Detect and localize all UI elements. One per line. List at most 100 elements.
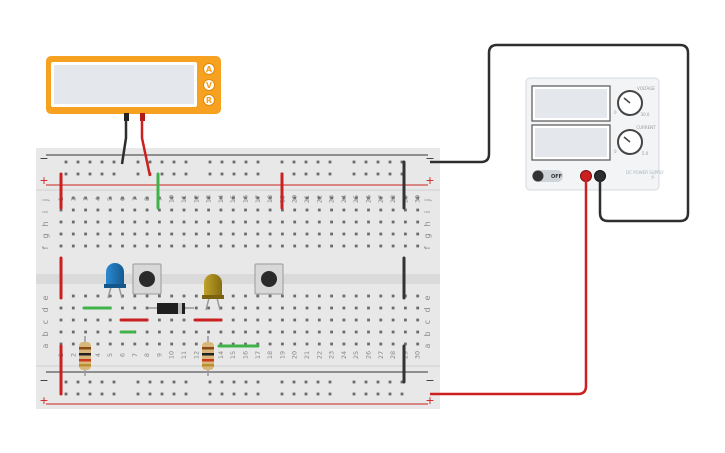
breadboard-hole[interactable]: [145, 244, 149, 248]
breadboard-hole[interactable]: [281, 244, 284, 248]
power-supply[interactable]: 0 30.0 VOLTAGE 0 5.0 CURRENT OFF DC POWE…: [525, 77, 664, 191]
breadboard-hole[interactable]: [330, 232, 333, 236]
rail-hole[interactable]: [316, 392, 320, 396]
rail-hole[interactable]: [220, 172, 224, 176]
rail-hole[interactable]: [88, 172, 92, 176]
breadboard-hole[interactable]: [194, 306, 198, 310]
breadboard-hole[interactable]: [170, 330, 174, 334]
blue-led[interactable]: [104, 263, 126, 299]
rail-hole[interactable]: [304, 172, 308, 176]
breadboard-hole[interactable]: [182, 220, 186, 224]
breadboard-hole[interactable]: [194, 220, 198, 224]
breadboard-hole[interactable]: [145, 330, 149, 334]
breadboard-hole[interactable]: [354, 244, 358, 248]
breadboard-hole[interactable]: [170, 232, 174, 236]
breadboard-hole[interactable]: [391, 220, 395, 224]
breadboard-hole[interactable]: [256, 294, 260, 298]
multimeter[interactable]: A V R: [46, 56, 221, 121]
voltage-knob[interactable]: 0 30.0 VOLTAGE: [614, 86, 655, 117]
rail-hole[interactable]: [208, 380, 212, 384]
breadboard-hole[interactable]: [121, 342, 124, 346]
breadboard-hole[interactable]: [404, 208, 407, 212]
breadboard-hole[interactable]: [231, 232, 235, 236]
breadboard-hole[interactable]: [182, 318, 186, 322]
rail-hole[interactable]: [76, 392, 80, 396]
breadboard-hole[interactable]: [158, 208, 161, 212]
breadboard-hole[interactable]: [108, 220, 112, 224]
breadboard-hole[interactable]: [133, 244, 137, 248]
breadboard-hole[interactable]: [207, 306, 210, 310]
breadboard-hole[interactable]: [317, 244, 321, 248]
rail-hole[interactable]: [352, 392, 356, 396]
breadboard-hole[interactable]: [367, 306, 370, 310]
breadboard-hole[interactable]: [84, 232, 87, 236]
breadboard-hole[interactable]: [404, 342, 407, 346]
breadboard-hole[interactable]: [194, 342, 198, 346]
breadboard-hole[interactable]: [96, 220, 100, 224]
breadboard-hole[interactable]: [293, 306, 297, 310]
breadboard-hole[interactable]: [379, 330, 383, 334]
rail-hole[interactable]: [88, 380, 92, 384]
breadboard-hole[interactable]: [182, 330, 186, 334]
rail-hole[interactable]: [304, 392, 308, 396]
breadboard-hole[interactable]: [256, 220, 260, 224]
breadboard-hole[interactable]: [219, 208, 223, 212]
breadboard-hole[interactable]: [268, 318, 272, 322]
breadboard-hole[interactable]: [416, 196, 420, 200]
rail-hole[interactable]: [136, 160, 140, 164]
breadboard-hole[interactable]: [293, 220, 297, 224]
breadboard-hole[interactable]: [293, 330, 297, 334]
breadboard-hole[interactable]: [108, 342, 112, 346]
breadboard-hole[interactable]: [416, 220, 420, 224]
rail-hole[interactable]: [64, 380, 68, 384]
rail-hole[interactable]: [76, 380, 80, 384]
breadboard-hole[interactable]: [293, 318, 297, 322]
breadboard-hole[interactable]: [96, 244, 100, 248]
breadboard-hole[interactable]: [330, 294, 333, 298]
rail-hole[interactable]: [232, 172, 236, 176]
breadboard-hole[interactable]: [121, 208, 124, 212]
rail-hole[interactable]: [364, 160, 368, 164]
breadboard-hole[interactable]: [391, 244, 395, 248]
breadboard-hole[interactable]: [293, 196, 297, 200]
breadboard-hole[interactable]: [145, 220, 149, 224]
breadboard-hole[interactable]: [59, 342, 63, 346]
breadboard-hole[interactable]: [256, 306, 260, 310]
breadboard-hole[interactable]: [219, 306, 223, 310]
rail-hole[interactable]: [208, 172, 212, 176]
breadboard-hole[interactable]: [244, 306, 247, 310]
breadboard-hole[interactable]: [194, 294, 198, 298]
rail-hole[interactable]: [160, 380, 164, 384]
rail-hole[interactable]: [280, 380, 284, 384]
rail-hole[interactable]: [316, 172, 320, 176]
breadboard-hole[interactable]: [281, 306, 284, 310]
breadboard-hole[interactable]: [158, 294, 161, 298]
rail-hole[interactable]: [328, 172, 332, 176]
breadboard-hole[interactable]: [416, 330, 420, 334]
breadboard-hole[interactable]: [231, 330, 235, 334]
rail-hole[interactable]: [148, 392, 152, 396]
breadboard-hole[interactable]: [367, 220, 370, 224]
breadboard-hole[interactable]: [170, 208, 174, 212]
breadboard-hole[interactable]: [379, 220, 383, 224]
multimeter-mode-v-button[interactable]: V: [203, 79, 215, 91]
breadboard-hole[interactable]: [133, 294, 137, 298]
rail-hole[interactable]: [292, 392, 296, 396]
breadboard-hole[interactable]: [342, 196, 346, 200]
rail-hole[interactable]: [100, 392, 104, 396]
breadboard-hole[interactable]: [416, 318, 420, 322]
rail-hole[interactable]: [364, 380, 368, 384]
breadboard-hole[interactable]: [84, 196, 87, 200]
rail-hole[interactable]: [388, 392, 392, 396]
breadboard-hole[interactable]: [170, 342, 174, 346]
rail-hole[interactable]: [292, 172, 296, 176]
breadboard-hole[interactable]: [367, 330, 370, 334]
breadboard-hole[interactable]: [182, 342, 186, 346]
breadboard-hole[interactable]: [219, 244, 223, 248]
rail-hole[interactable]: [400, 380, 404, 384]
rail-hole[interactable]: [400, 392, 404, 396]
pushbutton-2[interactable]: [254, 263, 284, 295]
breadboard-hole[interactable]: [281, 342, 284, 346]
breadboard-hole[interactable]: [133, 306, 137, 310]
breadboard-hole[interactable]: [170, 244, 174, 248]
